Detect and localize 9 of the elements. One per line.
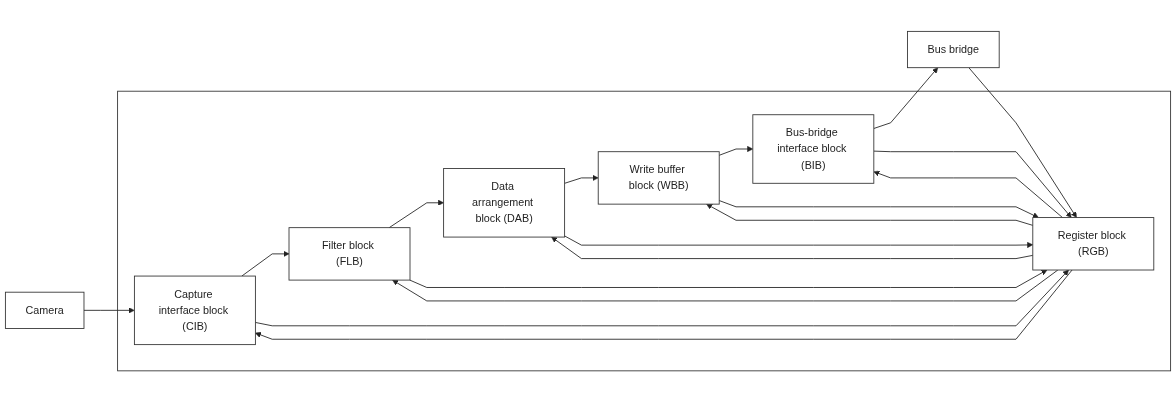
node-box: Bus bridge <box>907 30 1000 68</box>
node-box: Bus-bridge interface block (BIB) <box>752 114 875 184</box>
node-box: Write buffer block (WBB) <box>597 151 720 205</box>
node-box: Camera <box>4 291 85 329</box>
node-box: Data arrangement block (DAB) <box>443 167 566 238</box>
node-box: Register block (RGB) <box>1032 217 1155 271</box>
node-box: Filter block (FLB) <box>288 227 411 281</box>
cluster <box>117 90 1172 372</box>
node-box: Capture interface block (CIB) <box>133 275 256 345</box>
